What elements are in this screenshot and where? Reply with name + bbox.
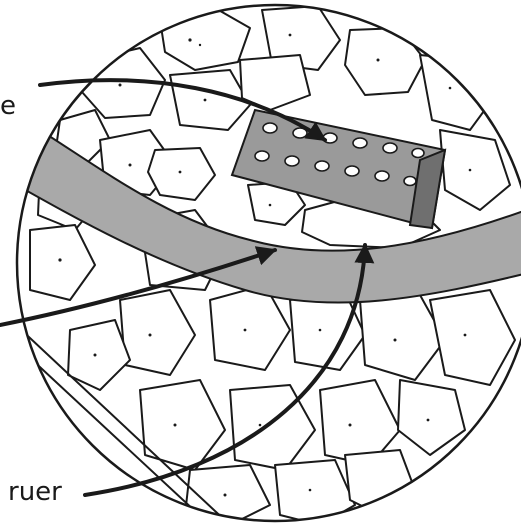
label-top: e (0, 91, 16, 121)
label-bottom: ruer (8, 477, 62, 507)
